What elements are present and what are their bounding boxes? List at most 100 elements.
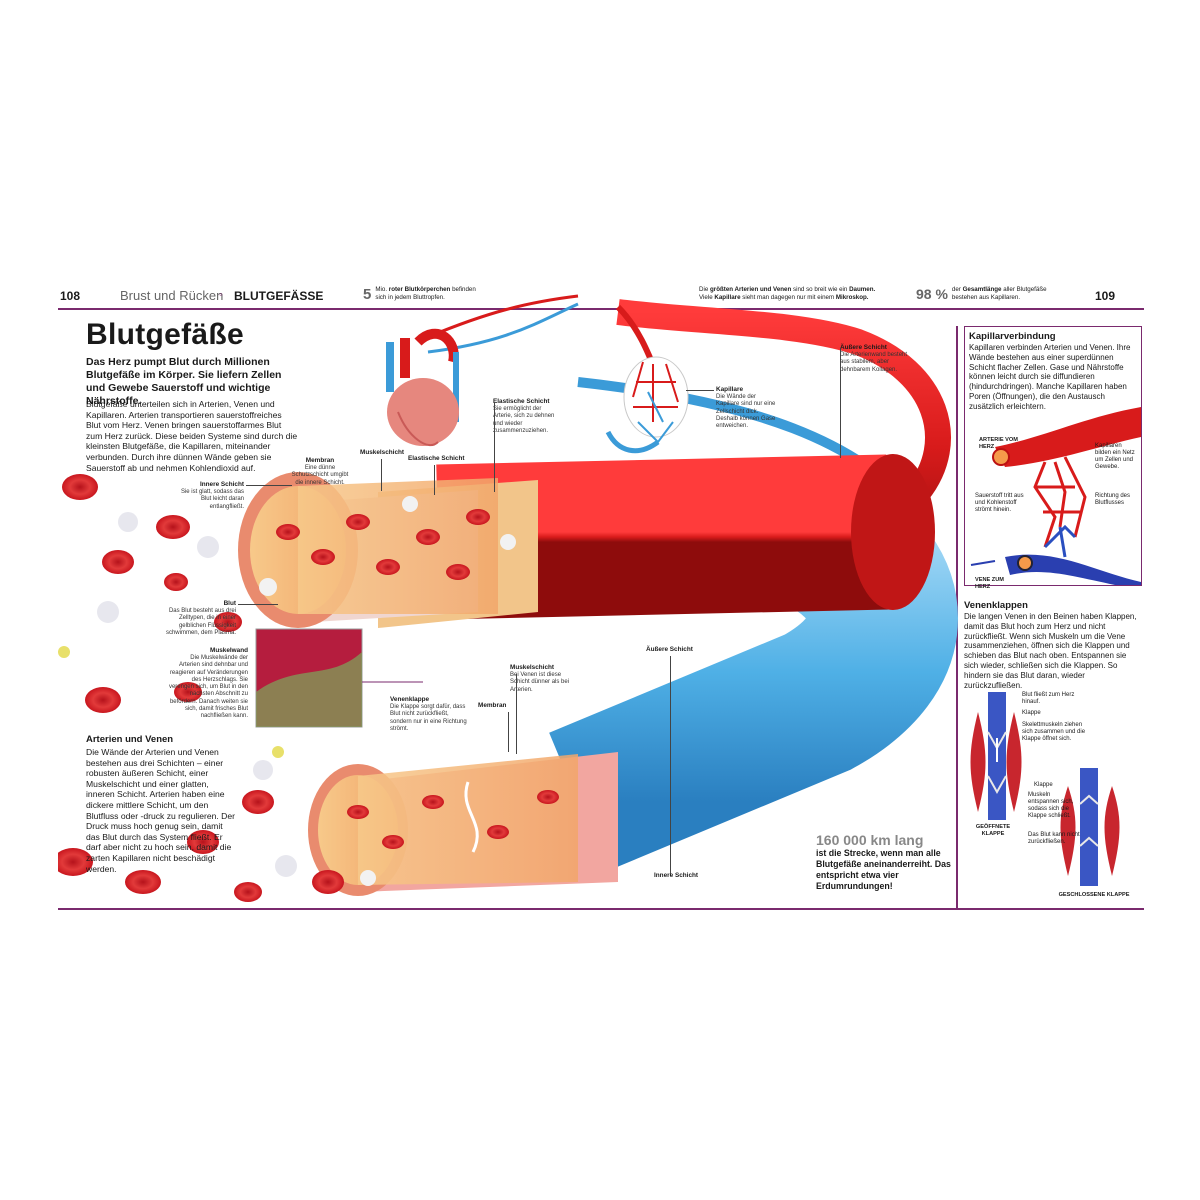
leader-line bbox=[494, 402, 495, 492]
label-elastische-schicht-2: Elastische Schicht Sie ermöglicht der Ar… bbox=[493, 398, 557, 435]
label-desc: Sie ermöglicht der Arterie, sich zu dehn… bbox=[493, 406, 555, 434]
body-text: Blutgefäße unterteilen sich in Arterien,… bbox=[86, 399, 298, 473]
stat-text: ist die Strecke, wenn man alle Blutgefäß… bbox=[816, 848, 951, 891]
box2-title: Venenklappen bbox=[964, 600, 1028, 611]
label-title: Muskelschicht bbox=[510, 664, 555, 671]
vessel-illustration bbox=[58, 294, 958, 902]
artery-interior bbox=[298, 478, 498, 614]
fact1-line2: sich in jedem Bluttropfen. bbox=[375, 294, 445, 301]
label-desc: Sie ist glatt, sodass das Blut leicht da… bbox=[180, 489, 244, 510]
label-venenklappe: Venenklappe Die Klappe sorgt dafür, dass… bbox=[390, 696, 468, 733]
book-spread: 108 Brust und Rücken ◦ BLUTGEFÄSSE 5 Mio… bbox=[58, 282, 1144, 922]
intro-text: Das Herz pumpt Blut durch Millionen Blut… bbox=[86, 356, 282, 407]
label-aeussere-schicht-2: Äußere Schicht bbox=[646, 646, 693, 653]
fact1-bold: roter Blutkörperchen bbox=[388, 286, 451, 293]
fact1-text-b: befinden bbox=[452, 286, 476, 293]
vein-interior bbox=[358, 754, 578, 885]
stat-box: 160 000 km lang ist die Strecke, wenn ma… bbox=[816, 832, 954, 892]
label-title: Muskelwand bbox=[210, 647, 248, 654]
subsection-text: Die Wände der Arterien und Venen bestehe… bbox=[86, 747, 236, 874]
fact3-bold: Gesamtlänge bbox=[962, 286, 1002, 293]
leader-line bbox=[381, 459, 382, 491]
label-desc: Bei Venen ist diese Schicht dünner als b… bbox=[510, 672, 570, 693]
stat-headline: 160 000 km lang bbox=[816, 832, 924, 848]
box-capillary-connection: Kapillarverbindung Kapillaren verbinden … bbox=[964, 326, 1142, 590]
page-title: Blutgefäße bbox=[86, 318, 245, 351]
label-muskelwand: Muskelwand Die Muskelwände der Arterien … bbox=[168, 647, 248, 721]
label-kapillare: Kapillare Die Wände der Kapillare sind n… bbox=[716, 386, 776, 430]
label-desc: Die Arterienwand besteht aus stabilem, a… bbox=[840, 352, 908, 373]
label-vene: VENE ZUM HERZ bbox=[975, 577, 1004, 590]
label-title: Blut bbox=[223, 600, 236, 607]
label-aeussere-schicht: Äußere Schicht Die Arterienwand besteht … bbox=[840, 344, 912, 374]
fact3-line2: bestehen aus Kapillaren. bbox=[951, 294, 1021, 301]
label-title: Äußere Schicht bbox=[840, 344, 887, 351]
valve-label-4: Klappe bbox=[1034, 782, 1053, 788]
fact-blood-cells: 5 Mio. roter Blutkörperchen befinden sic… bbox=[363, 286, 476, 303]
label-desc: Das Blut besteht aus drei Zelltypen, die… bbox=[165, 608, 236, 636]
capillary-diagram bbox=[970, 407, 1141, 585]
valve-diagram bbox=[970, 692, 1120, 886]
valve-label-6: Das Blut kann nicht zurückfließen. bbox=[1028, 832, 1080, 845]
fact2-bold: Kapillare bbox=[714, 294, 741, 301]
label-desc: Eine dünne Schutzschicht umgibt die inne… bbox=[291, 465, 349, 486]
label-desc: Die Wände der Kapillare sind nur eine Ze… bbox=[716, 394, 776, 430]
fact3-number: 98 % bbox=[916, 286, 948, 302]
fact3-text: aller Blutgefäße bbox=[1003, 286, 1047, 293]
label-sauerstoff: Sauerstoff tritt aus und Kohlenstoff str… bbox=[975, 493, 1024, 513]
label-muskelschicht-2: Muskelschicht Bei Venen ist diese Schich… bbox=[510, 664, 580, 694]
label-title: Elastische Schicht bbox=[493, 398, 550, 405]
leader-line bbox=[434, 465, 435, 495]
topic-name: BLUTGEFÄSSE bbox=[234, 289, 324, 303]
label-membran: Membran Eine dünne Schutzschicht umgibt … bbox=[290, 457, 350, 487]
separator-icon: ◦ bbox=[219, 289, 223, 301]
fact2-bold: größten Arterien und Venen bbox=[710, 286, 792, 293]
leader-line bbox=[840, 348, 841, 458]
section-name: Brust und Rücken bbox=[120, 288, 224, 303]
header-rule bbox=[58, 308, 1144, 310]
leader-line bbox=[246, 485, 292, 486]
fact2-text: sieht man dagegen nur mit einem bbox=[742, 294, 835, 301]
capillary-network-icon bbox=[605, 304, 689, 454]
page-number-left: 108 bbox=[60, 289, 81, 303]
valve-label-2: Klappe bbox=[1022, 710, 1041, 716]
vein-blood-cells bbox=[347, 781, 559, 886]
box-vein-valves: Venenklappen Die langen Venen in den Bei… bbox=[964, 592, 1140, 904]
fact-capillaries: 98 % der Gesamtlänge aller Blutgefäße be… bbox=[916, 286, 1047, 302]
subsection-title: Arterien und Venen bbox=[86, 734, 174, 745]
valve-label-1: Blut fließt zum Herz hinauf. bbox=[1022, 692, 1075, 705]
box1-title: Kapillarverbindung bbox=[969, 331, 1056, 342]
fact3-text: der bbox=[951, 286, 961, 293]
fact1-number: 5 bbox=[363, 286, 372, 303]
fact2-text: Die bbox=[699, 286, 709, 293]
label-title: Venenklappe bbox=[390, 696, 430, 703]
leader-line bbox=[238, 604, 278, 605]
fact1-text-a: Mio. bbox=[375, 286, 388, 293]
valve-label-5: Muskeln entspannen sich, sodass sich die… bbox=[1028, 792, 1074, 819]
label-arterie: ARTERIE VOM HERZ bbox=[979, 437, 1018, 450]
leader-line bbox=[516, 674, 517, 754]
box2-text: Die langen Venen in den Beinen haben Kla… bbox=[964, 612, 1137, 690]
footer-rule bbox=[58, 908, 1144, 910]
label-title: Innere Schicht bbox=[199, 481, 244, 488]
label-title: Membran bbox=[305, 457, 335, 464]
page-number-right: 109 bbox=[1095, 289, 1116, 303]
label-blut: Blut Das Blut besteht aus drei Zelltypen… bbox=[158, 600, 236, 637]
fact2-bold: Daumen. bbox=[849, 286, 876, 293]
label-membran-2: Membran bbox=[478, 702, 507, 709]
label-elastische-schicht: Elastische Schicht bbox=[408, 455, 465, 462]
micrograph-tissue bbox=[256, 652, 362, 727]
label-title: Kapillare bbox=[716, 386, 743, 393]
label-desc: Die Muskelwände der Arterien sind dehnba… bbox=[168, 655, 248, 720]
heart-icon bbox=[386, 328, 459, 447]
label-muskelschicht: Muskelschicht bbox=[360, 449, 405, 456]
floating-blood-cells bbox=[58, 474, 344, 902]
valve-label-3: Skelettmuskeln ziehen sich zusammen und … bbox=[1022, 722, 1086, 742]
label-richtung: Richtung des Blutflusses bbox=[1095, 493, 1131, 506]
small-artery bbox=[427, 294, 579, 339]
label-kapillaren-netz: Kapillaren bilden ein Netz um Zellen und… bbox=[1095, 443, 1135, 470]
fact-vessel-size: Die größten Arterien und Venen sind so b… bbox=[699, 286, 875, 302]
artery-end bbox=[851, 454, 935, 610]
fact2-text: Viele bbox=[699, 294, 713, 301]
label-desc: Die Klappe sorgt dafür, dass Blut nicht … bbox=[390, 704, 467, 732]
